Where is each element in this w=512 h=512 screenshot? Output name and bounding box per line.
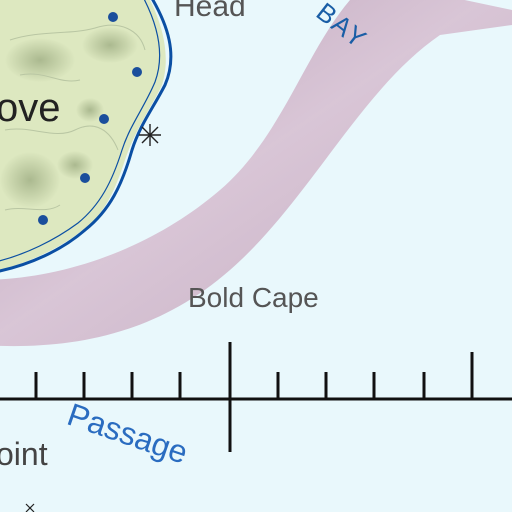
small-symbol-icon: [25, 503, 35, 512]
label-head: Head: [174, 0, 246, 23]
asterisk-icon: [139, 124, 161, 146]
place-marker: [38, 215, 48, 225]
place-marker: [108, 12, 118, 22]
coastline: [0, 0, 173, 273]
label-point: oint: [0, 436, 48, 472]
place-markers: [38, 12, 142, 225]
coastline-inner: [0, 0, 161, 262]
place-marker: [80, 173, 90, 183]
bay-band: [0, 0, 512, 347]
scale-bar: [0, 342, 512, 452]
contour-lines: [4, 24, 146, 211]
label-bold-cape: Bold Cape: [188, 282, 319, 313]
terrain-relief: [0, 27, 138, 208]
place-marker: [99, 114, 109, 124]
place-marker: [132, 67, 142, 77]
label-grove: ove: [0, 86, 61, 130]
